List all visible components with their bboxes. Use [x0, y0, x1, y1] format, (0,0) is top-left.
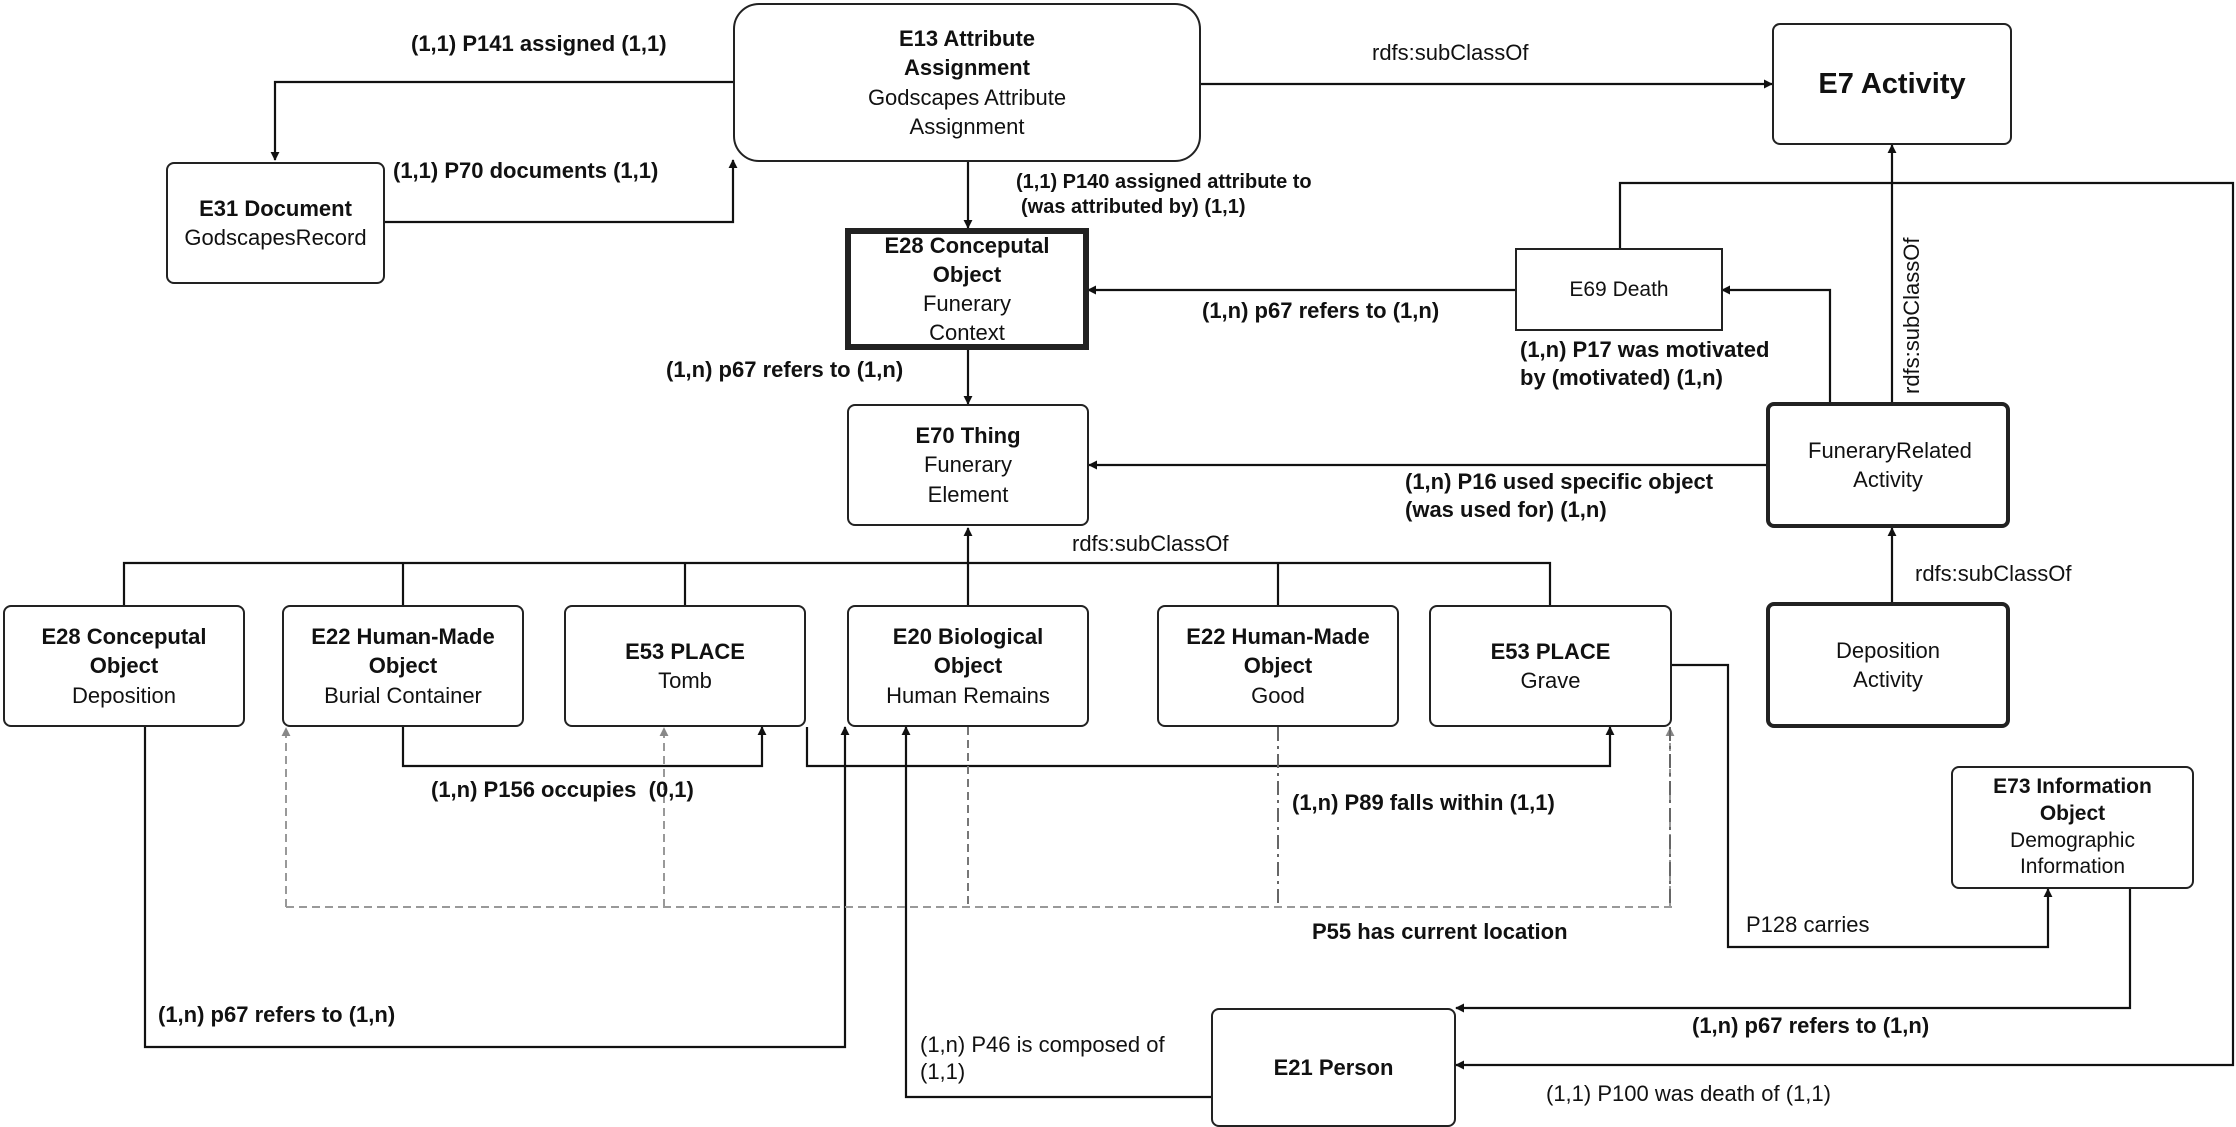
label-p17-line1: (1,n) P17 was motivated — [1520, 337, 1770, 362]
node-title: E73 Information Object — [1993, 774, 2152, 825]
node-e7-activity: E7 Activity — [1772, 23, 2012, 145]
label-p156: (1,n) P156 occupies (0,1) — [431, 777, 694, 802]
node-title: E28 Conceputal Object — [41, 624, 207, 679]
label-subclass-thing: rdfs:subClassOf — [1072, 531, 1229, 556]
label-p128: P128 carries — [1746, 912, 1870, 937]
node-e28-funerary-context: E28 Conceputal Object Funerary Context — [845, 228, 1089, 350]
node-subtitle: Human Remains — [886, 682, 1050, 708]
label-p67-death: (1,n) p67 refers to (1,n) — [1202, 298, 1440, 323]
node-subtitle: Deposition Activity — [1836, 637, 1940, 692]
edge-p141 — [270, 80, 733, 161]
node-e70-thing: E70 Thing Funerary Element — [847, 404, 1089, 526]
node-title: E53 PLACE — [1490, 638, 1611, 664]
label-p140-line2: (was attributed by) (1,1) — [1021, 196, 1246, 218]
node-subtitle: Demographic Information — [2010, 828, 2135, 879]
edge-p70 — [385, 159, 738, 224]
edge-p100 — [1455, 181, 2235, 1070]
node-e69-death: E69 Death — [1515, 248, 1723, 331]
node-subtitle: Tomb — [658, 668, 712, 693]
node-subtitle: E69 Death — [1569, 277, 1669, 301]
node-e13-attribute-assignment: E13 Attribute Assignment Godscapes Attri… — [733, 3, 1201, 162]
node-title: E53 PLACE — [625, 638, 745, 664]
edge-p156 — [401, 726, 767, 768]
node-title: E22 Human-Made Object — [1186, 624, 1370, 679]
node-title: E70 Thing — [915, 423, 1021, 449]
node-subtitle: Godscapes Attribute Assignment — [867, 84, 1067, 139]
node-subtitle: Deposition — [72, 682, 176, 708]
edge-p128 — [1672, 663, 2053, 949]
node-title: E31 Document — [199, 195, 352, 221]
label-subclass-deposition: rdfs:subClassOf — [1915, 561, 2072, 586]
node-subtitle: Funerary Context — [922, 291, 1012, 346]
node-title: E22 Human-Made Object — [311, 624, 495, 679]
label-p46-line2: (1,1) — [920, 1059, 966, 1084]
edge-p89 — [805, 726, 1615, 768]
label-p140-line1: (1,1) P140 assigned attribute to — [1016, 171, 1312, 193]
node-title: E7 Activity — [1818, 67, 1966, 100]
node-funerary-related-activity: FuneraryRelated Activity — [1766, 402, 2010, 528]
node-e31-document: E31 Document GodscapesRecord — [166, 162, 385, 284]
label-subclass-e13: rdfs:subClassOf — [1372, 40, 1529, 65]
label-p55: P55 has current location — [1312, 919, 1568, 944]
label-subclass-vertical: rdfs:subClassOf — [1899, 237, 1924, 395]
edge-p46 — [901, 726, 1211, 1099]
node-e21-person: E21 Person — [1211, 1008, 1456, 1127]
edge-p67-info — [1455, 889, 2132, 1013]
node-title: E20 Biological Object — [892, 624, 1044, 679]
node-e22-good: E22 Human-Made Object Good — [1157, 605, 1399, 727]
node-e73-information-object: E73 Information Object Demographic Infor… — [1951, 766, 2194, 889]
node-subtitle: FuneraryRelated Activity — [1808, 437, 1972, 492]
node-e22-burial-container: E22 Human-Made Object Burial Container — [282, 605, 524, 727]
node-title: E13 Attribute Assignment — [898, 26, 1036, 81]
node-subtitle: GodscapesRecord — [184, 225, 367, 250]
label-p67-info: (1,n) p67 refers to (1,n) — [1692, 1013, 1930, 1038]
label-p89: (1,n) P89 falls within (1,1) — [1292, 790, 1555, 815]
label-p67-deposition: (1,n) p67 refers to (1,n) — [158, 1002, 396, 1027]
label-p100: (1,1) P100 was death of (1,1) — [1546, 1081, 1831, 1106]
label-p17-line2: by (motivated) (1,n) — [1520, 365, 1723, 390]
node-title: E21 Person — [1273, 1054, 1394, 1080]
edge-thing-bus — [122, 561, 1552, 605]
label-p46-line1: (1,n) P46 is composed of — [920, 1032, 1165, 1057]
node-e53-tomb: E53 PLACE Tomb — [564, 605, 806, 727]
node-subtitle: Good — [1251, 682, 1305, 708]
node-title: E28 Conceputal Object — [884, 232, 1050, 287]
label-p67-context: (1,n) p67 refers to (1,n) — [666, 357, 904, 382]
node-e20-biological-object: E20 Biological Object Human Remains — [847, 605, 1089, 727]
label-p70: (1,1) P70 documents (1,1) — [393, 158, 659, 183]
node-subtitle: Burial Container — [324, 682, 482, 708]
edge-p67-deposition — [143, 726, 850, 1049]
node-deposition-activity: Deposition Activity — [1766, 602, 2010, 728]
node-subtitle: Funerary Element — [923, 452, 1013, 507]
node-e28-deposition: E28 Conceputal Object Deposition — [3, 605, 245, 727]
label-p141: (1,1) P141 assigned (1,1) — [411, 31, 667, 56]
label-p16-line2: (was used for) (1,n) — [1405, 497, 1607, 522]
label-p16-line1: (1,n) P16 used specific object — [1405, 469, 1714, 494]
node-subtitle: Grave — [1520, 668, 1581, 693]
node-e53-grave: E53 PLACE Grave — [1429, 605, 1672, 727]
edge-p17 — [1721, 285, 1832, 402]
